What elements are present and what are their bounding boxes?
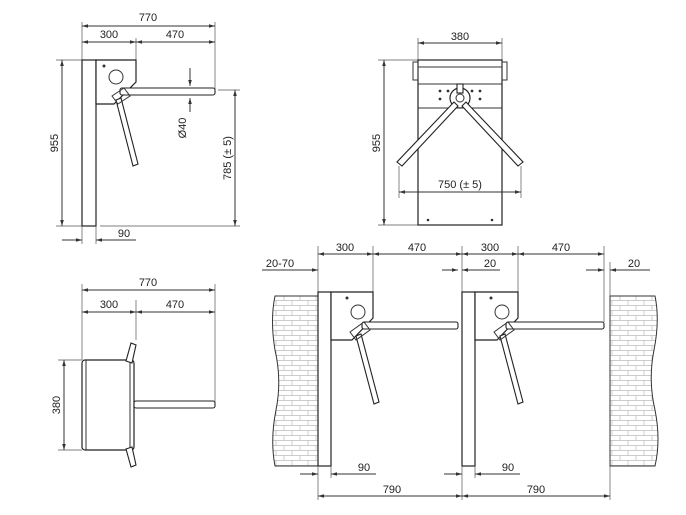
dim-side-arm-diameter: Ø40 [177, 118, 189, 139]
dim-top-body-length: 300 [100, 299, 118, 311]
side-post [81, 59, 97, 227]
install-left-post [317, 291, 332, 467]
dim-front-arm-span: 750 (± 5) [438, 179, 482, 191]
dim-install-body-left: 300 [336, 242, 354, 254]
front-arm-left [396, 101, 459, 167]
install-right-arm-horizontal [505, 321, 605, 330]
dim-install-post-right: 90 [502, 462, 514, 474]
dim-side-arm-height: 785 (± 5) [222, 136, 234, 180]
wall-right [609, 295, 659, 467]
side-housing [95, 59, 137, 105]
dim-side-post-offset: 300 [100, 29, 118, 41]
dim-install-pitch-right: 790 [527, 484, 545, 496]
install-right-arm-diagonal [499, 333, 524, 405]
top-arm-upper [125, 342, 137, 364]
install-left-arm-diagonal [355, 333, 380, 405]
installation-view: 300 470 300 470 20-70 20 20 [262, 242, 659, 500]
dim-install-arm-left: 470 [408, 242, 426, 254]
dim-install-gap-mid: 20 [484, 258, 496, 270]
dim-side-post-width: 90 [118, 228, 130, 240]
dim-side-height: 955 [49, 134, 61, 152]
side-lock-circle [108, 69, 124, 85]
install-left-arm-horizontal [361, 321, 459, 330]
dim-install-arm-right: 470 [552, 242, 570, 254]
dim-install-pitch-left: 790 [383, 484, 401, 496]
top-housing [81, 359, 135, 451]
dim-top-arm-length: 470 [166, 299, 184, 311]
wall-left [272, 295, 319, 467]
side-arm-horizontal [119, 87, 216, 96]
dim-install-post-left: 90 [358, 462, 370, 474]
dim-install-wall-gap-left: 20-70 [266, 258, 294, 270]
install-right-post [461, 291, 476, 467]
dim-front-height: 955 [371, 134, 383, 152]
dim-install-wall-gap-right: 20 [628, 258, 640, 270]
dim-top-overall-width: 770 [139, 277, 157, 289]
front-view: 380 955 750 (± 5) [371, 31, 524, 226]
front-arm-right [461, 101, 524, 167]
dim-side-overall-width: 770 [139, 12, 157, 24]
side-arm-diagonal [115, 97, 139, 167]
dim-top-depth: 380 [51, 396, 63, 414]
top-arm-horizontal [133, 400, 216, 409]
dim-front-width: 380 [451, 31, 469, 43]
side-view: 770 300 470 955 Ø40 785 (± 5) [49, 12, 240, 244]
top-view: 770 300 470 380 [51, 277, 216, 468]
dim-install-body-right: 300 [481, 242, 499, 254]
dim-side-arm-length: 470 [166, 29, 184, 41]
top-arm-lower [125, 446, 137, 468]
